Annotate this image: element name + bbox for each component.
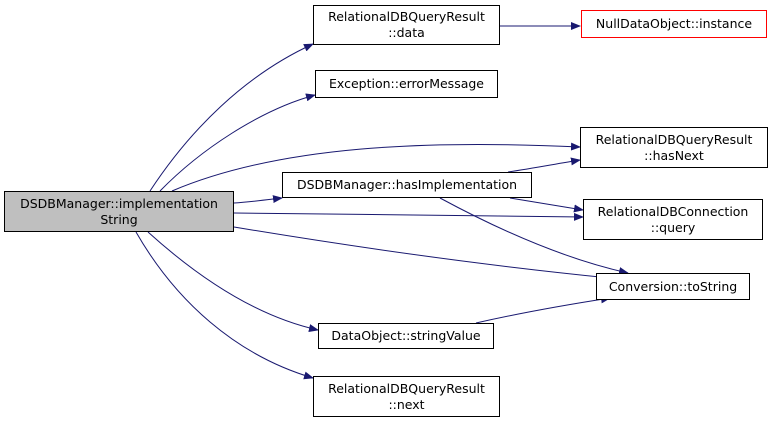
node-label-line: NullDataObject::instance (595, 16, 753, 31)
edge-root-to-exception_error (159, 93, 316, 192)
node-label-line: Conversion::toString (608, 278, 738, 294)
node-label-line: RelationalDBConnection (597, 203, 749, 219)
edge-dataobj_string-to-conv_tostring (475, 295, 611, 324)
node-label-line: RelationalDBQueryResult (595, 131, 753, 147)
edge-root-to-rdbqr_hasnext (171, 142, 581, 192)
edge-root-to-conv_tostring (233, 226, 611, 282)
node-nulldataobject-instance[interactable]: NullDataObject::instance (581, 10, 767, 38)
node-exception-errormessage[interactable]: Exception::errorMessage (315, 70, 498, 98)
node-label-line: RelationalDBQueryResult (328, 9, 485, 24)
edge-root-to-rdbqr_data (149, 43, 314, 192)
node-label-line: ::query (650, 219, 696, 235)
node-label-line: DSDBManager::implementation (20, 195, 218, 211)
edge-dsdb_hasimpl-to-rdbqr_hasnext (507, 157, 581, 173)
edge-dsdb_hasimpl-to-rdbconn_query (509, 197, 584, 213)
node-label-line: String (100, 211, 138, 227)
edge-root-to-rdbqr_next (135, 231, 314, 380)
node-label-line: RelationalDBQueryResult (328, 380, 485, 396)
node-relationaldbqueryresult-hasnext[interactable]: RelationalDBQueryResult ::hasNext (580, 127, 768, 168)
node-dsdbmanager-implementationstring[interactable]: DSDBManager::implementation String (4, 191, 234, 232)
edge-root-to-dsdb_hasimpl (233, 195, 283, 204)
node-relationaldbqueryresult-next[interactable]: RelationalDBQueryResult ::next (313, 376, 500, 417)
node-label-line: Exception::errorMessage (329, 76, 484, 91)
node-label-line: ::hasNext (644, 147, 704, 163)
node-label-line: DataObject::stringValue (331, 328, 481, 343)
node-label-line: DSDBManager::hasImplementation (296, 177, 518, 192)
edge-dsdb_hasimpl-to-conv_tostring (439, 197, 629, 275)
node-conversion-tostring[interactable]: Conversion::toString (596, 273, 750, 300)
node-label-line: ::next (388, 396, 425, 412)
node-relationaldbqueryresult-data[interactable]: RelationalDBQueryResult ::data (313, 5, 500, 45)
node-dataobject-stringvalue[interactable]: DataObject::stringValue (318, 323, 494, 349)
node-label-line: ::data (388, 25, 425, 40)
node-relationaldbconnection-query[interactable]: RelationalDBConnection ::query (583, 199, 763, 240)
node-dsdbmanager-hasimplementation[interactable]: DSDBManager::hasImplementation (282, 172, 532, 198)
edge-root-to-rdbconn_query (233, 212, 584, 221)
edge-root-to-dataobj_string (147, 231, 319, 332)
